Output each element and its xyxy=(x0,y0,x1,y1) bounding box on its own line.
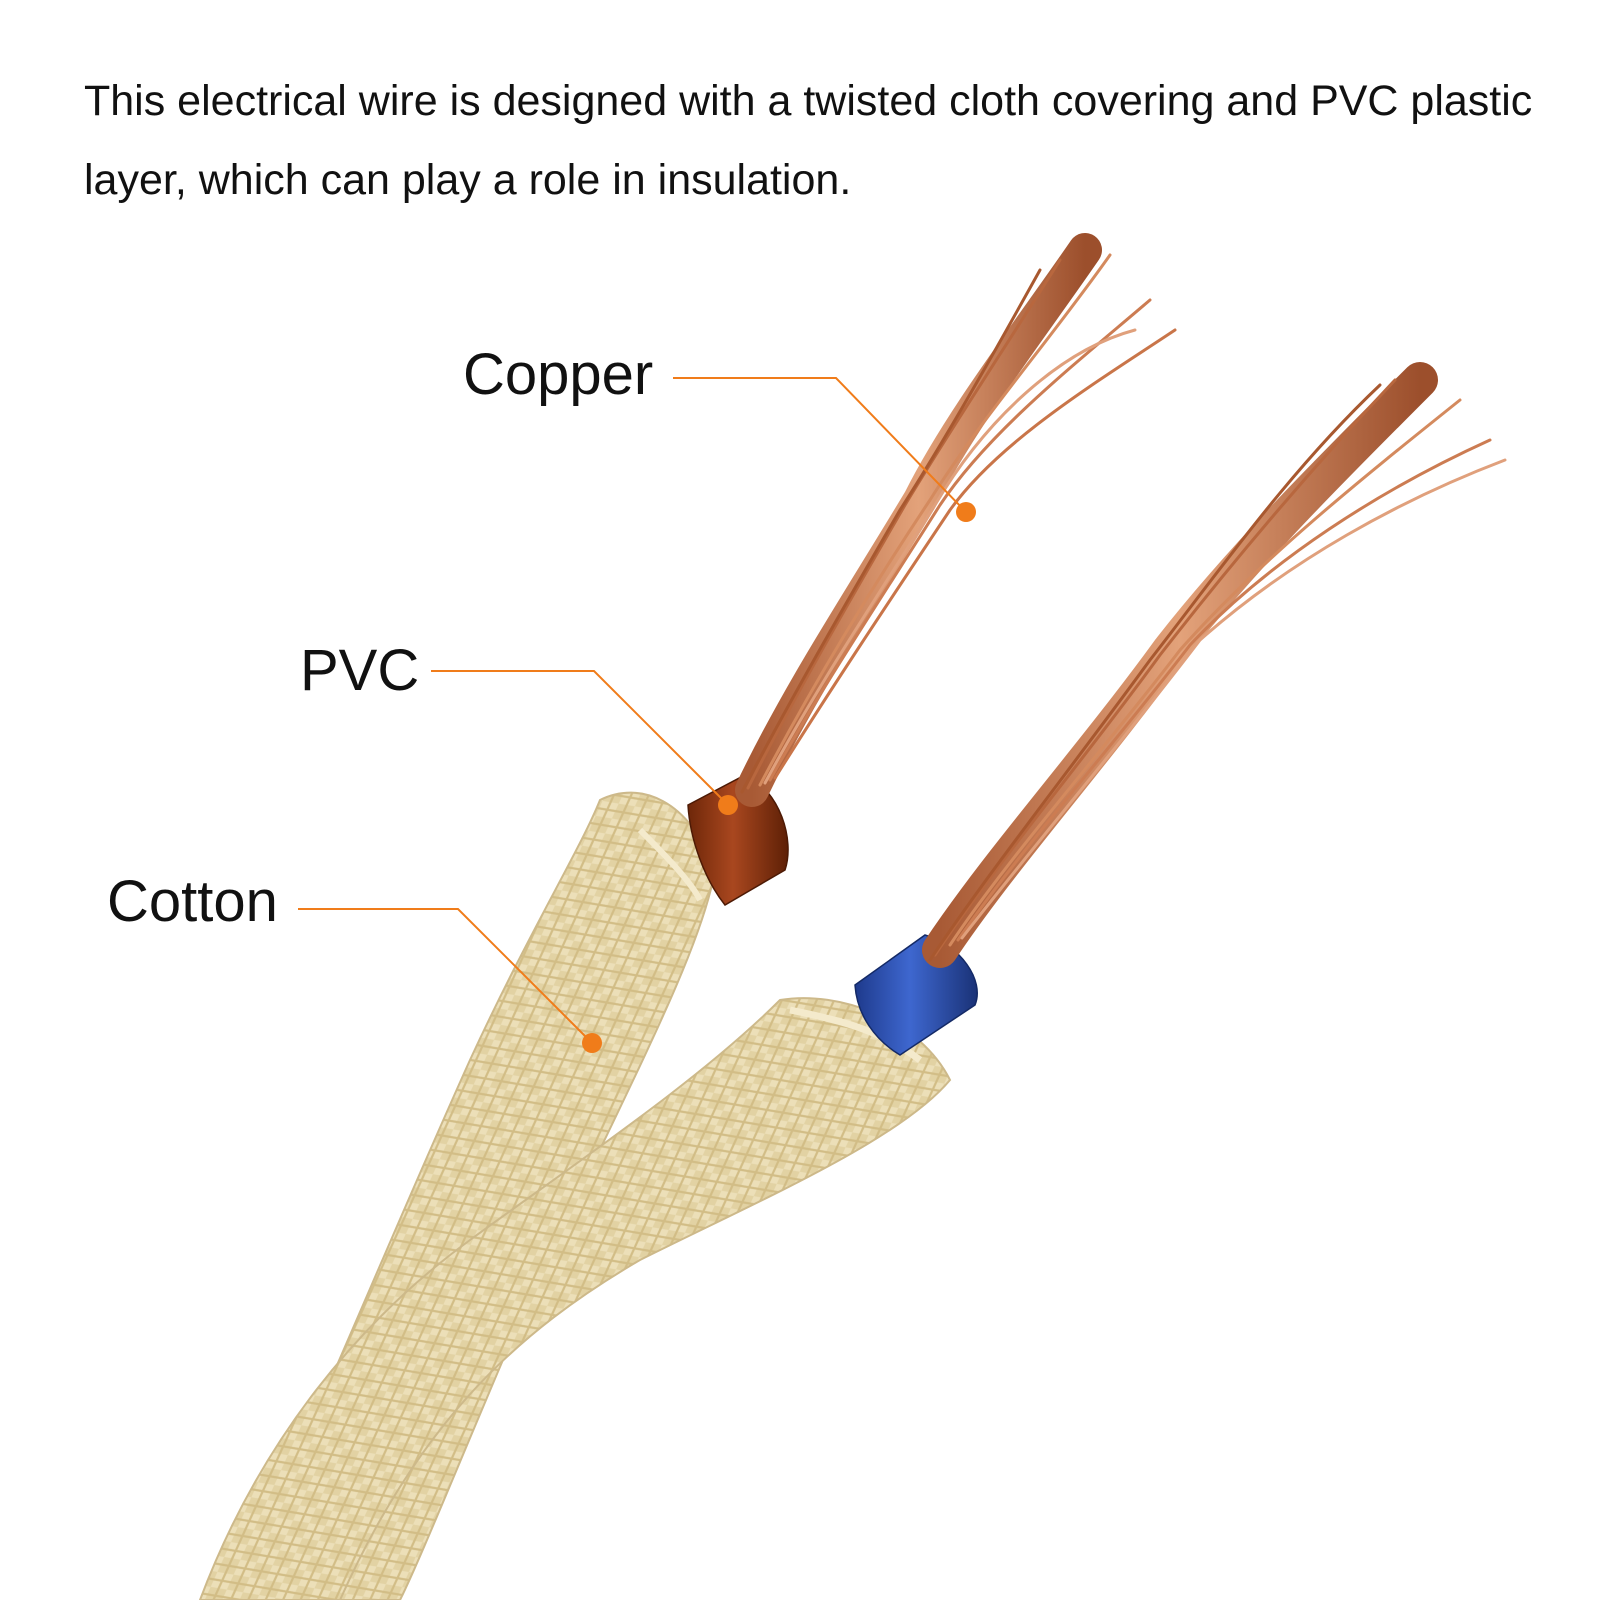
callout-label-pvc: PVC xyxy=(300,638,420,703)
marker-dot-pvc xyxy=(718,795,738,815)
callout-label-copper: Copper xyxy=(463,342,654,407)
leader-line-cotton xyxy=(298,908,602,1053)
leader-line-copper xyxy=(673,377,976,522)
product-description: This electrical wire is designed with a … xyxy=(84,77,1533,204)
marker-dot-cotton xyxy=(582,1033,602,1053)
marker-dot-copper xyxy=(956,502,976,522)
copper-strands-left xyxy=(735,233,1177,807)
leader-line-pvc xyxy=(431,670,738,815)
callout-label-cotton: Cotton xyxy=(107,869,278,934)
copper-strands-right xyxy=(922,362,1507,968)
